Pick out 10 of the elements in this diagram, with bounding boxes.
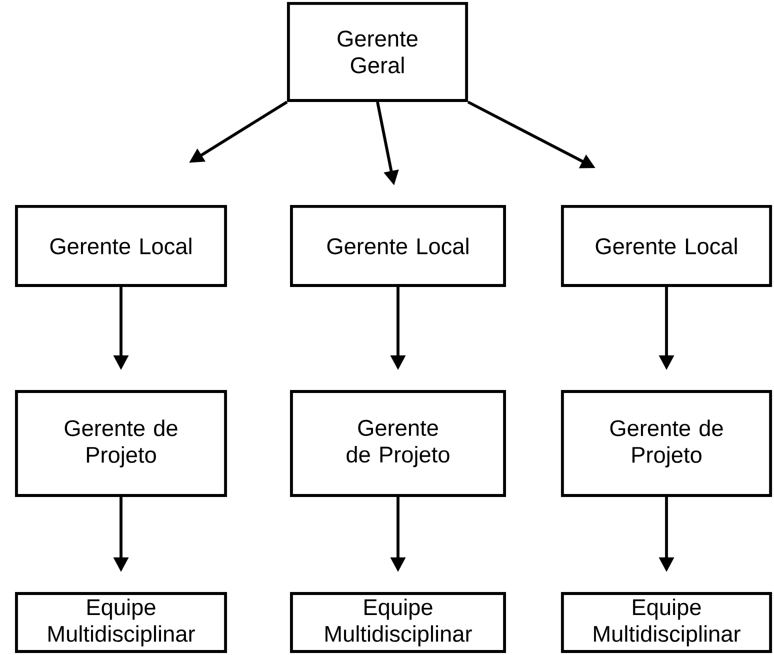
org-box: Gerente Local xyxy=(290,205,506,287)
org-box: Gerente de Projeto xyxy=(290,390,506,497)
org-box: Gerente Local xyxy=(15,205,227,287)
org-box: Equipe Multidisciplinar xyxy=(290,592,506,653)
org-box: Gerente de Projeto xyxy=(560,390,772,497)
org-box: Gerente de Projeto xyxy=(15,390,227,497)
org-box: Equipe Multidisciplinar xyxy=(15,592,227,653)
org-box: Gerente Local xyxy=(560,205,772,287)
org-box: Equipe Multidisciplinar xyxy=(560,592,772,653)
org-box: Gerente Geral xyxy=(286,2,468,102)
